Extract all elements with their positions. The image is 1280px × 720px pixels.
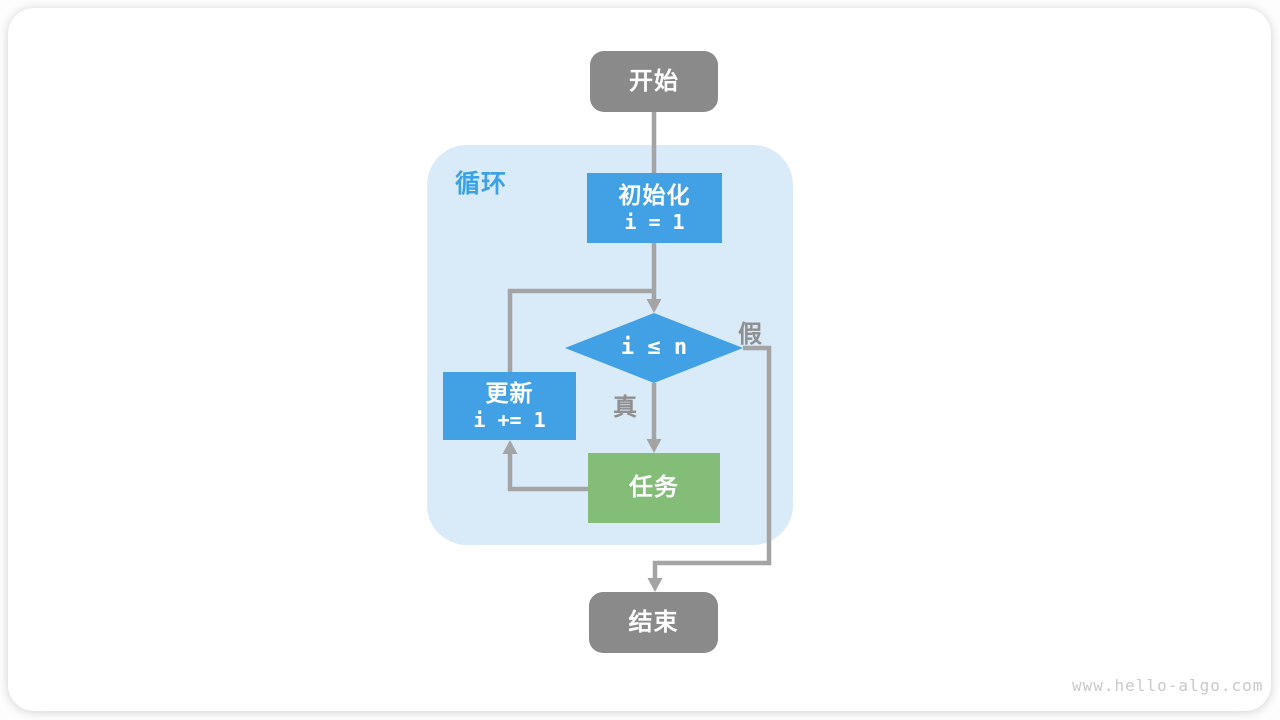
loop-region-label: 循环 (455, 170, 508, 198)
end-node-label: 结束 (628, 608, 679, 636)
init-node-code: i = 1 (624, 209, 685, 234)
branch-false-label: 假 (738, 321, 762, 348)
start-node: 开始 (590, 51, 718, 112)
arrowhead-end (647, 578, 663, 592)
end-node: 结束 (589, 592, 718, 653)
condition-node-label: i ≤ n (620, 335, 688, 361)
edge-task-to-update (507, 452, 588, 492)
update-node: 更新 i += 1 (443, 372, 576, 440)
update-node-label: 更新 (485, 380, 534, 407)
update-node-code: i += 1 (473, 407, 546, 432)
task-node: 任务 (588, 453, 720, 523)
site-watermark: www.hello-algo.com (1072, 676, 1264, 695)
arrowhead-condition (646, 299, 662, 313)
start-node-label: 开始 (629, 67, 679, 95)
task-node-label: 任务 (629, 474, 679, 501)
branch-true-label: 真 (613, 394, 637, 421)
init-node: 初始化 i = 1 (587, 173, 722, 243)
init-node-label: 初始化 (618, 182, 691, 209)
edge-condition-false-to-end (652, 345, 772, 580)
edge-update-to-condition (507, 288, 654, 372)
arrowhead-update (502, 440, 518, 454)
arrowhead-task (646, 439, 662, 453)
